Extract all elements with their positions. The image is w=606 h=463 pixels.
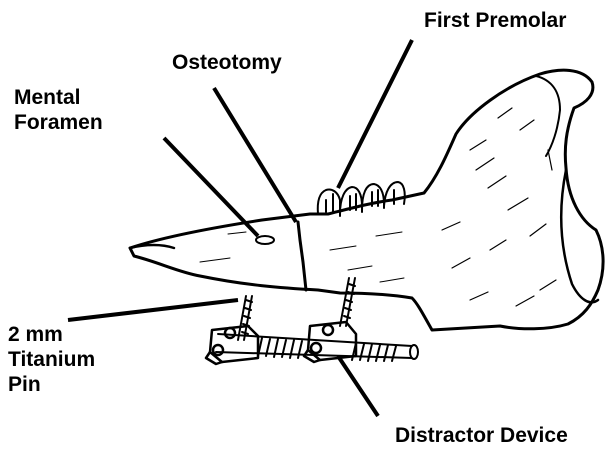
leader-first-premolar bbox=[338, 40, 412, 188]
label-first-premolar: First Premolar bbox=[424, 8, 566, 33]
label-mental-foramen: Mental Foramen bbox=[14, 85, 103, 135]
label-titanium-pin-line-1: 2 mm bbox=[8, 322, 95, 347]
distractor-blocks bbox=[206, 322, 356, 364]
label-distractor-device: Distractor Device bbox=[395, 423, 568, 448]
mental-foramen bbox=[256, 236, 274, 244]
ramus-shading bbox=[442, 108, 556, 306]
label-osteotomy: Osteotomy bbox=[172, 50, 282, 75]
label-titanium-pin-line-3: Pin bbox=[8, 372, 95, 397]
leader-titanium-pin bbox=[68, 300, 238, 320]
leader-mental-foramen bbox=[164, 138, 258, 236]
osteotomy-cut bbox=[298, 222, 306, 290]
label-mental-foramen-line-1: Mental bbox=[14, 85, 103, 110]
ramus-contour bbox=[561, 170, 598, 302]
notch-curve bbox=[536, 76, 560, 156]
incisor-tip bbox=[130, 245, 174, 248]
label-titanium-pin: 2 mm Titanium Pin bbox=[8, 322, 95, 397]
mandible-outline bbox=[130, 70, 603, 330]
label-mental-foramen-line-2: Foramen bbox=[14, 110, 103, 135]
label-titanium-pin-line-2: Titanium bbox=[8, 347, 95, 372]
leader-distractor bbox=[338, 356, 378, 416]
